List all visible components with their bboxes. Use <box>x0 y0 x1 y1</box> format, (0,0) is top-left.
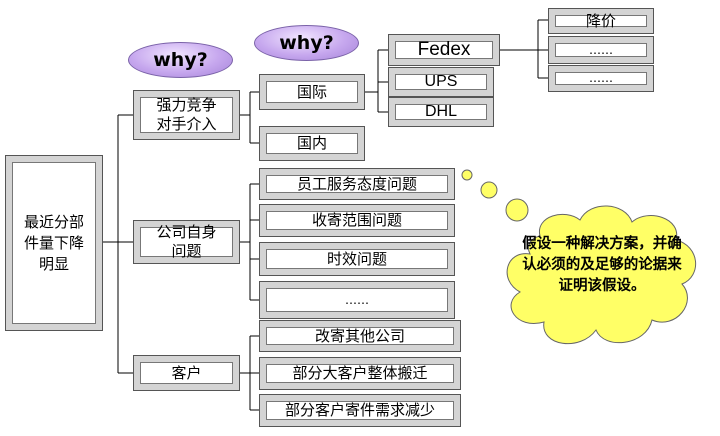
internal-issue-box-2: 收寄范围问题 <box>259 204 455 237</box>
fedex-action-box-2: …… <box>548 36 654 64</box>
carrier-ups-label: UPS <box>424 73 458 90</box>
thought-cloud <box>506 205 697 345</box>
fedex-action-box-3: …… <box>548 65 654 92</box>
why-label-2: why? <box>279 32 334 54</box>
customer-label: 客户 <box>171 363 202 382</box>
why-ellipse-2: why? <box>254 25 359 61</box>
customer-box: 客户 <box>133 355 240 391</box>
internal-issue-label-3: 时效问题 <box>326 249 387 268</box>
internal-issue-box-4: …… <box>259 281 455 319</box>
carrier-dhl-box: DHL <box>388 97 494 127</box>
fedex-action-box-1: 降价 <box>548 8 654 34</box>
internal-box: 公司自身问题 <box>133 220 240 264</box>
customer-issue-label-1: 改寄其他公司 <box>314 326 405 345</box>
customer-issue-box-1: 改寄其他公司 <box>259 320 461 352</box>
internal-label: 公司自身问题 <box>156 223 217 260</box>
fedex-action-label-3: …… <box>589 71 613 85</box>
international-label: 国际 <box>296 82 327 101</box>
thought-dot-large <box>505 198 529 222</box>
competitor-label: 强力竞争对手介入 <box>156 96 217 133</box>
competitor-box: 强力竞争对手介入 <box>133 90 240 140</box>
domestic-label: 国内 <box>296 134 327 152</box>
root-box: 最近分部件量下降明显 <box>5 155 103 331</box>
why-label-1: why? <box>153 49 208 71</box>
internal-issue-label-2: 收寄范围问题 <box>311 211 402 229</box>
root-label: 最近分部件量下降明显 <box>23 212 84 273</box>
internal-issue-label-1: 员工服务态度问题 <box>296 174 417 193</box>
customer-issue-label-2: 部分大客户整体搬迁 <box>292 364 428 382</box>
thought-bubble-text: 假设一种解决方案，并确认必须的及足够的论据来证明该假设。 <box>522 235 682 294</box>
customer-issue-box-3: 部分客户寄件需求减少 <box>259 394 461 427</box>
customer-issue-label-3: 部分客户寄件需求减少 <box>284 401 435 419</box>
internal-issue-box-3: 时效问题 <box>259 242 455 276</box>
customer-issue-box-2: 部分大客户整体搬迁 <box>259 357 461 390</box>
fedex-action-label-2: …… <box>589 42 613 57</box>
internal-issue-box-1: 员工服务态度问题 <box>259 168 455 200</box>
carrier-fedex-label: Fedex <box>417 39 471 60</box>
thought-dot-small <box>461 169 473 181</box>
carrier-dhl-label: DHL <box>424 103 457 120</box>
why-ellipse-1: why? <box>128 42 233 78</box>
carrier-fedex-box: Fedex <box>388 34 500 66</box>
thought-dot-medium <box>480 181 498 199</box>
international-box: 国际 <box>259 74 365 110</box>
internal-issue-label-4: …… <box>345 292 369 307</box>
carrier-ups-box: UPS <box>388 67 494 97</box>
fedex-action-label-1: 降价 <box>585 11 616 30</box>
domestic-box: 国内 <box>259 126 365 161</box>
